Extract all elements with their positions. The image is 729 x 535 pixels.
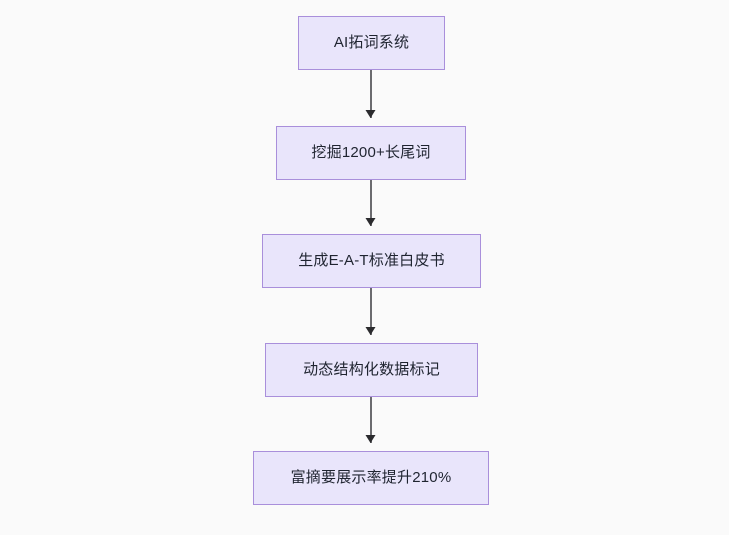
flow-node-label: 挖掘1200+长尾词 — [311, 144, 431, 161]
flow-node-n5[interactable]: 富摘要展示率提升210% — [253, 451, 489, 505]
edge-line — [370, 70, 372, 118]
edge-line — [370, 180, 372, 226]
flow-node-n1[interactable]: AI拓词系统 — [298, 16, 445, 70]
arrowhead-icon — [365, 435, 376, 443]
edge-line — [370, 288, 372, 335]
flow-node-label: 富摘要展示率提升210% — [290, 469, 452, 486]
flow-node-label: AI拓词系统 — [333, 34, 410, 51]
flow-node-label: 动态结构化数据标记 — [303, 361, 440, 378]
arrowhead-icon — [365, 110, 376, 118]
edge-line — [370, 397, 372, 443]
arrowhead-icon — [365, 218, 376, 226]
flow-node-n4[interactable]: 动态结构化数据标记 — [265, 343, 478, 397]
flow-node-n2[interactable]: 挖掘1200+长尾词 — [276, 126, 466, 180]
flow-node-n3[interactable]: 生成E-A-T标准白皮书 — [262, 234, 481, 288]
arrowhead-icon — [365, 327, 376, 335]
flow-node-label: 生成E-A-T标准白皮书 — [298, 252, 445, 269]
